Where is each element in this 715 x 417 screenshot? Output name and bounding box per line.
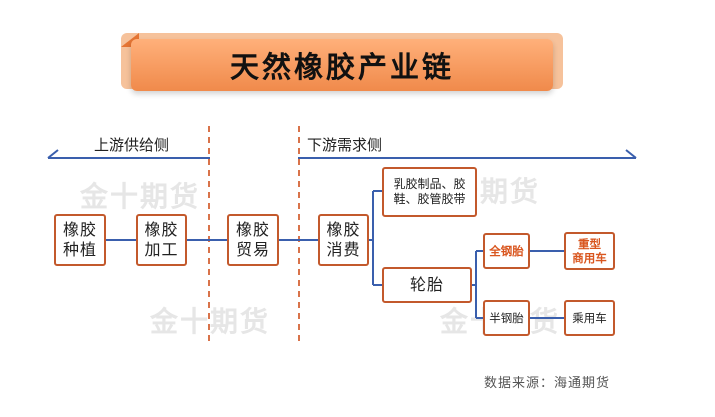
node-label: 橡胶 种植 [62,220,97,259]
node-rubber-trade: 橡胶 贸易 [227,214,279,266]
page-title: 天然橡胶产业链 [229,50,454,84]
node-rubber-products: 乳胶制品、胶 鞋、胶管胶带 [382,167,477,217]
downstream-axis-arrow [625,149,637,159]
upstream-axis-arrow [47,149,59,159]
node-heavy-commercial-vehicle: 重型 商用车 [564,232,615,270]
title-banner: 天然橡胶产业链 [131,39,553,91]
upstream-label: 上游供给侧 [94,136,170,154]
node-rubber-processing: 橡胶 加工 [136,214,187,266]
node-passenger-vehicle: 乘用车 [564,300,615,336]
node-label: 橡胶 消费 [326,220,361,259]
node-semi-steel-tire: 半钢胎 [483,300,530,336]
node-label: 乘用车 [572,310,607,325]
node-label: 半钢胎 [489,310,524,325]
node-label: 橡胶 加工 [144,220,179,259]
node-rubber-planting: 橡胶 种植 [54,214,106,266]
node-label: 橡胶 贸易 [235,220,270,259]
node-label: 重型 商用车 [572,236,607,265]
data-source: 数据来源：海通期货 [484,376,611,391]
node-rubber-consumption: 橡胶 消费 [318,214,369,266]
watermark: 金十期货 [150,305,271,338]
node-label: 全钢胎 [489,243,524,258]
node-label: 轮胎 [409,275,444,294]
downstream-label: 下游需求侧 [307,136,383,154]
node-label: 乳胶制品、胶 鞋、胶管胶带 [393,177,466,206]
node-all-steel-tire: 全钢胎 [483,233,530,269]
node-tire: 轮胎 [382,267,472,303]
watermark: 金十期货 [80,180,201,213]
